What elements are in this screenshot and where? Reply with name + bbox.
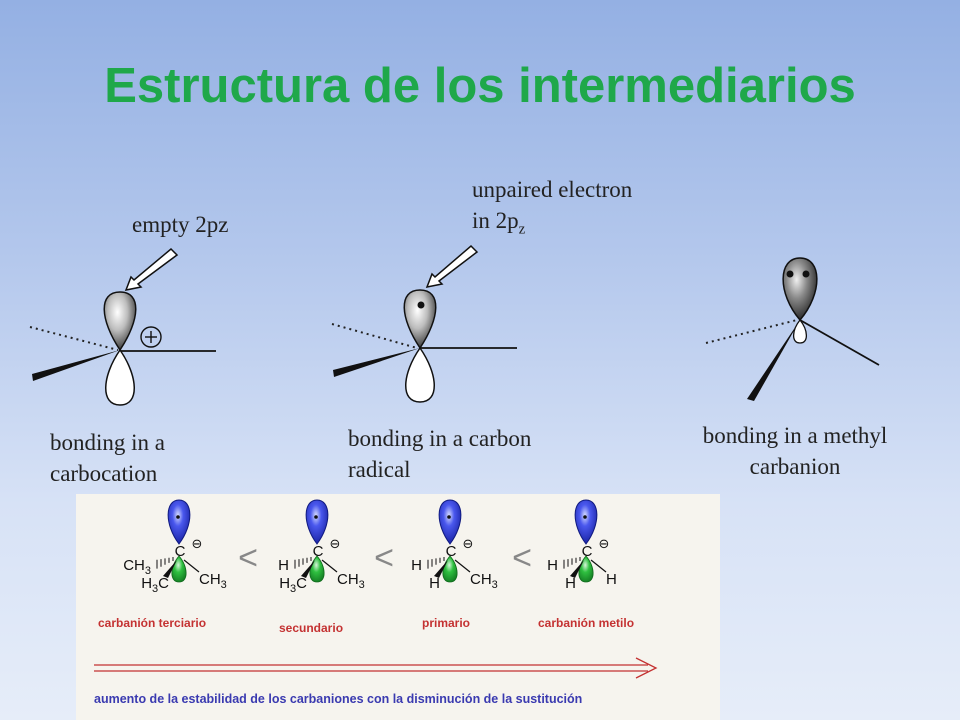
lone-pair-lobe [305,499,329,545]
electron-dot [447,515,451,519]
substituent-right: CH3 [337,571,365,591]
pointer-arrow [124,247,179,292]
electron-dot [314,515,318,519]
carbanion-label-1: carbanión terciario [98,616,207,630]
electron-dot [583,515,587,519]
plain-bond [590,559,607,573]
wedge-bond [333,348,420,377]
wedge-bond [747,320,800,401]
substituent-right: H [606,571,617,588]
electron-dot [176,515,180,519]
stability-trend-text: aumento de la estabilidad de los carbani… [94,692,583,706]
less-than-sign-3: < [512,539,532,577]
plain-bond [454,559,471,573]
lone-pair-lobe [574,499,598,545]
carbon-atom: C [175,543,186,560]
carbocation-caption: bonding in a carbocation [50,430,165,486]
substituent-left-bottom: H [565,575,576,592]
p-orbital-top-lobe [103,291,137,352]
negative-charge: ⊖ [330,537,341,552]
wedge-bond [32,350,120,381]
plain-bond [321,559,338,573]
carbanion-caption: bonding in a methyl carbanion [702,423,888,479]
unpaired-electron-dot [417,301,425,309]
carbanion-diagram [705,257,880,401]
p-orbital-top-lobe [403,289,437,350]
negative-charge: ⊖ [599,537,610,552]
negative-charge: ⊖ [192,537,203,552]
radical-diagram [331,244,517,403]
radical-caption: bonding in a carbon radical [348,426,532,482]
less-than-sign-1: < [238,539,258,577]
wedge-bond [301,560,315,578]
carbanion-label-3: primario [422,616,471,630]
slide-title: Estructura de los intermediarios [104,59,856,113]
p-orbital-bottom-lobe [105,348,135,406]
unpaired-electron-label: unpaired electron in 2pz [472,177,633,238]
lone-pair-lobe [438,499,462,545]
less-than-sign-2: < [374,539,394,577]
plain-bond [183,559,200,573]
sp3-orbital-lobe [782,257,818,322]
substituent-left-bottom: H3C [279,575,307,595]
positive-charge-circle [140,326,162,348]
substituent-right: CH3 [199,571,227,591]
carbon-atom: C [582,543,593,560]
carbocation-diagram [29,247,216,406]
sp3-back-lobe [792,318,808,344]
electron-pair-dot-2 [802,270,810,278]
lone-pair-lobe [167,499,191,545]
substituent-right: CH3 [470,571,498,591]
empty-2pz-label: empty 2pz [132,212,229,237]
substituent-left-top: H [278,557,289,574]
pointer-arrow [425,244,479,289]
carbon-atom: C [313,543,324,560]
orbital-diagrams [29,244,880,406]
carbanion-label-4: carbanión metilo [538,616,635,630]
substituent-left-bottom: H [429,575,440,592]
carbanion-label-2: secundario [279,621,344,635]
substituent-left-bottom: H3C [141,575,169,595]
carbanion-structure-3: C ⊖ HH CH3 [411,499,498,592]
wedge-bond [434,560,448,578]
p-orbital-bottom-lobe [405,346,435,403]
substituent-left-top: CH3 [123,557,151,577]
substituent-left-top: H [547,557,558,574]
wedge-bond [163,560,177,578]
carbon-atom: C [446,543,457,560]
electron-pair-dot-1 [786,270,794,278]
negative-charge: ⊖ [463,537,474,552]
wedge-bond [570,560,584,578]
substituent-left-top: H [411,557,422,574]
stability-arrow [94,657,658,679]
